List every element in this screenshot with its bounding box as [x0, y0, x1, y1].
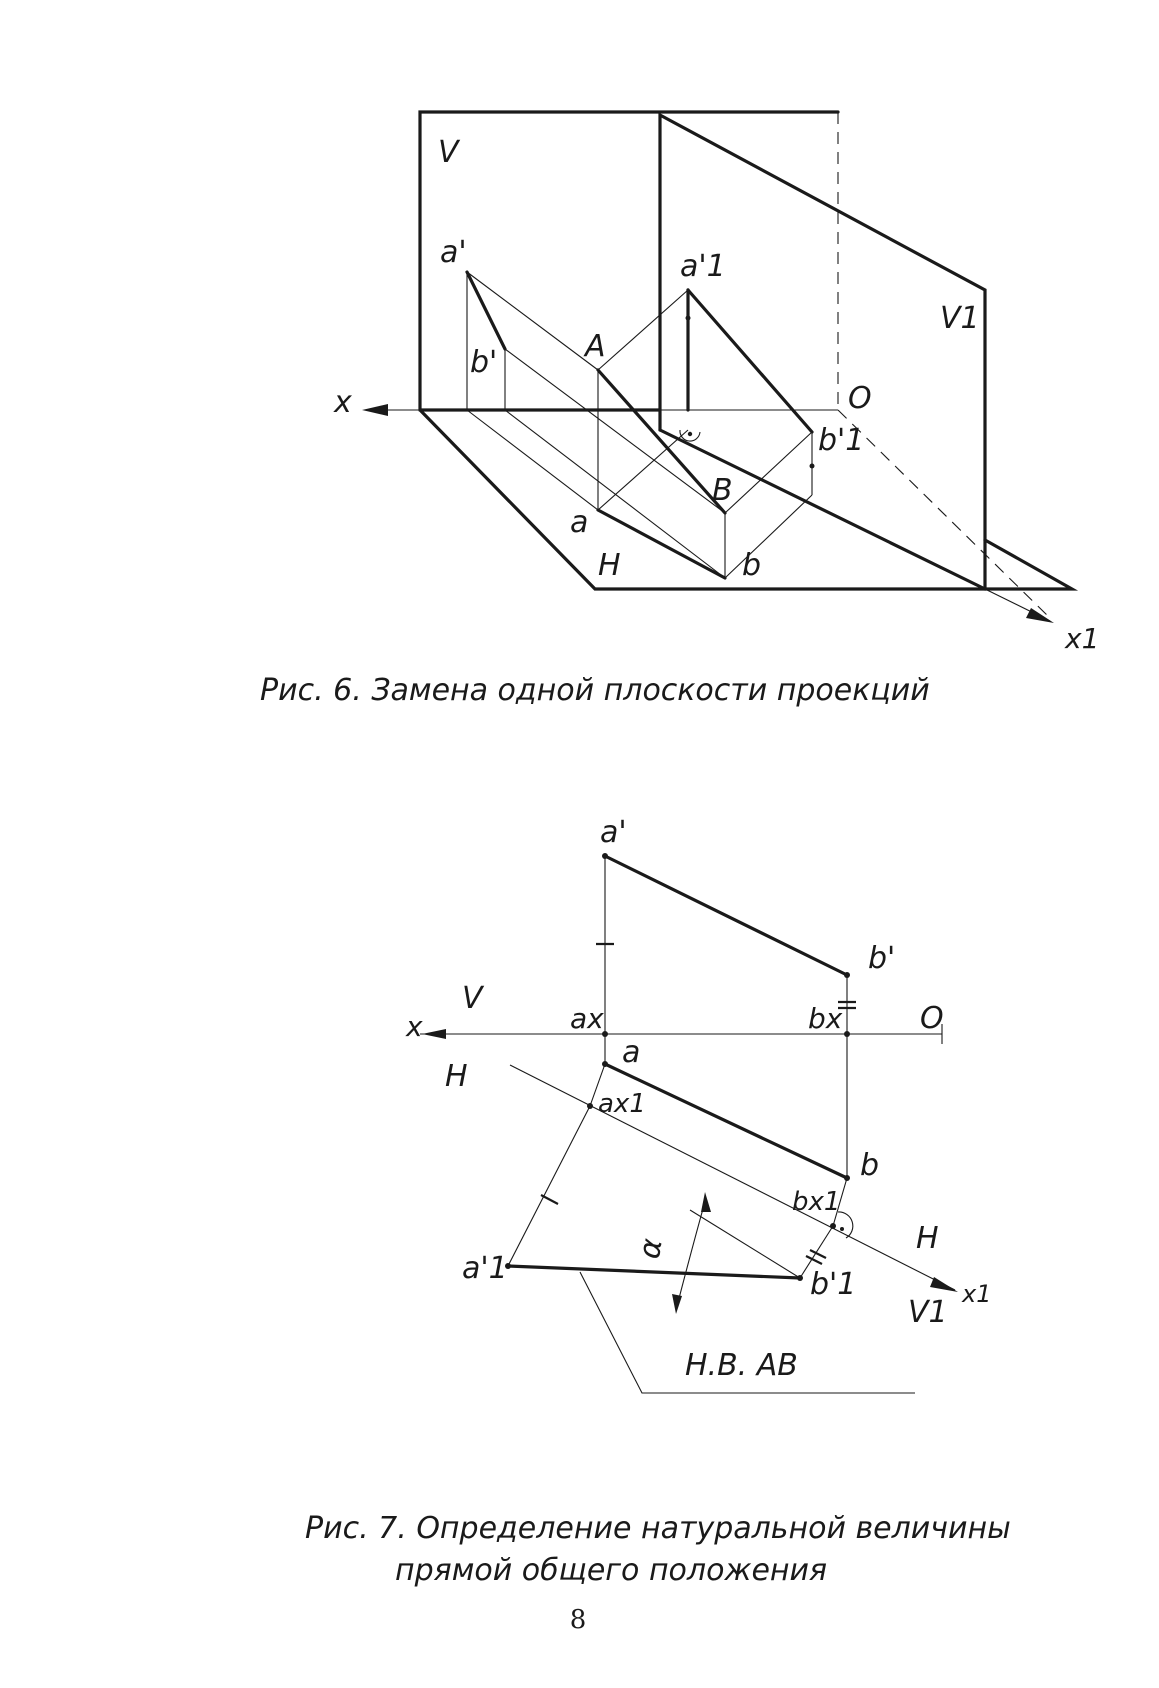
label-ax: ax [570, 1002, 604, 1035]
right-angle-dot [840, 1227, 844, 1231]
axis-x1-arrow [930, 1277, 958, 1292]
label-B: B [712, 473, 733, 508]
tick-b1-double-1 [809, 1249, 827, 1259]
axis-x1-arrow [1026, 608, 1054, 623]
label-b1-prime: b'1 [810, 1267, 856, 1302]
alpha-arrow-top [701, 1192, 711, 1212]
figure-6: V V1 H x x1 O A B a b a' b' a'1 b'1 Рис.… [260, 110, 1099, 708]
label-alpha: α [632, 1236, 670, 1262]
proj-b-prime-B [504, 348, 726, 514]
fig7-caption-line2: прямой общего положения [395, 1553, 827, 1588]
tick-a1-single [540, 1194, 559, 1205]
segment-true-length [506, 1264, 802, 1280]
label-V1: V1 [940, 301, 980, 336]
alpha-arc [675, 1197, 707, 1311]
right-angle-dot [687, 431, 693, 437]
label-b-prime: b' [470, 345, 497, 380]
label-a: a [622, 1035, 640, 1070]
segment-a-b [603, 1062, 849, 1180]
label-b: b [860, 1148, 879, 1183]
point-bx1 [830, 1223, 836, 1229]
label-ax1: ax1 [598, 1089, 646, 1119]
right-angle-mark [679, 429, 701, 442]
point-ax [602, 1031, 608, 1037]
point-a-prime [602, 853, 608, 859]
label-a-prime: a' [440, 235, 467, 270]
label-b-prime: b' [868, 941, 895, 976]
label-b1-prime: b'1 [818, 423, 864, 458]
leader-true-length [579, 1271, 915, 1394]
fig7-caption-line1: Рис. 7. Определение натуральной величины [305, 1511, 1011, 1546]
plane-v1-frame [658, 112, 987, 591]
label-b: b [742, 548, 761, 583]
right-angle-arc [837, 1211, 854, 1239]
label-true-length: Н.В. АВ [685, 1348, 798, 1383]
label-a1-prime: a'1 [680, 249, 726, 284]
axis-x1 [658, 428, 987, 591]
segment-ab1-prime [686, 288, 814, 434]
page-number: 8 [570, 1605, 587, 1635]
fig6-caption: Рис. 6. Замена одной плоскости проекций [260, 673, 930, 708]
point-ax1 [587, 1103, 593, 1109]
label-x1: x1 [961, 1280, 991, 1308]
proj-A-a1 [597, 289, 689, 371]
axis-x1 [509, 1064, 956, 1291]
label-H: H [598, 548, 621, 583]
label-O: O [848, 381, 872, 416]
label-V: V [462, 981, 485, 1016]
figure-7: a' b' V H x O ax bx a b ax1 bx1 α H x1 V… [305, 815, 1011, 1588]
label-A: A [583, 329, 606, 364]
label-a-prime: a' [600, 815, 627, 850]
proj-bx-b [504, 409, 726, 579]
link-bx1-b1-prime [799, 1225, 834, 1279]
b1-mark [809, 463, 815, 469]
label-a1-prime: a'1 [462, 1251, 508, 1286]
alpha-reference-line [689, 1209, 801, 1279]
axis-x-arrow [362, 404, 388, 416]
proj-B-b1 [724, 431, 813, 514]
label-bx1: bx1 [792, 1187, 840, 1217]
segment-a-prime-b-prime [603, 854, 849, 977]
segment-ab-prime [465, 270, 507, 351]
label-O: O [920, 1001, 944, 1036]
link-b-bx1 [832, 1177, 848, 1227]
link-a-ax1 [589, 1063, 606, 1107]
alpha-arrow-bottom [672, 1294, 682, 1314]
segment-ab [596, 368, 727, 515]
label-V1: V1 [908, 1295, 948, 1330]
axis-x-arrow [422, 1029, 446, 1039]
a1-mark [685, 315, 691, 321]
label-H-right: H [916, 1221, 939, 1256]
plane-v-frame [418, 110, 840, 412]
segment-ab-h [596, 508, 727, 580]
proj-ax-a [466, 409, 599, 511]
label-V: V [438, 135, 461, 170]
axis-x1-hidden [837, 409, 1051, 619]
proj-a-ax1 [597, 429, 689, 511]
label-x: x [405, 1010, 423, 1043]
label-bx: bx [808, 1002, 843, 1035]
plane-h-frame [418, 408, 1079, 591]
label-x1: x1 [1064, 622, 1099, 655]
proj-a-prime-A [466, 271, 599, 371]
proj-b-bx1 [724, 494, 813, 579]
label-H: H [445, 1059, 468, 1094]
label-x: x [333, 385, 352, 420]
label-a: a [570, 505, 588, 540]
link-ax1-a1-prime [507, 1105, 591, 1267]
point-b-prime [844, 972, 850, 978]
point-bx [844, 1031, 850, 1037]
point-a1-prime [505, 1263, 511, 1269]
tick-b1-double-2 [805, 1255, 823, 1265]
